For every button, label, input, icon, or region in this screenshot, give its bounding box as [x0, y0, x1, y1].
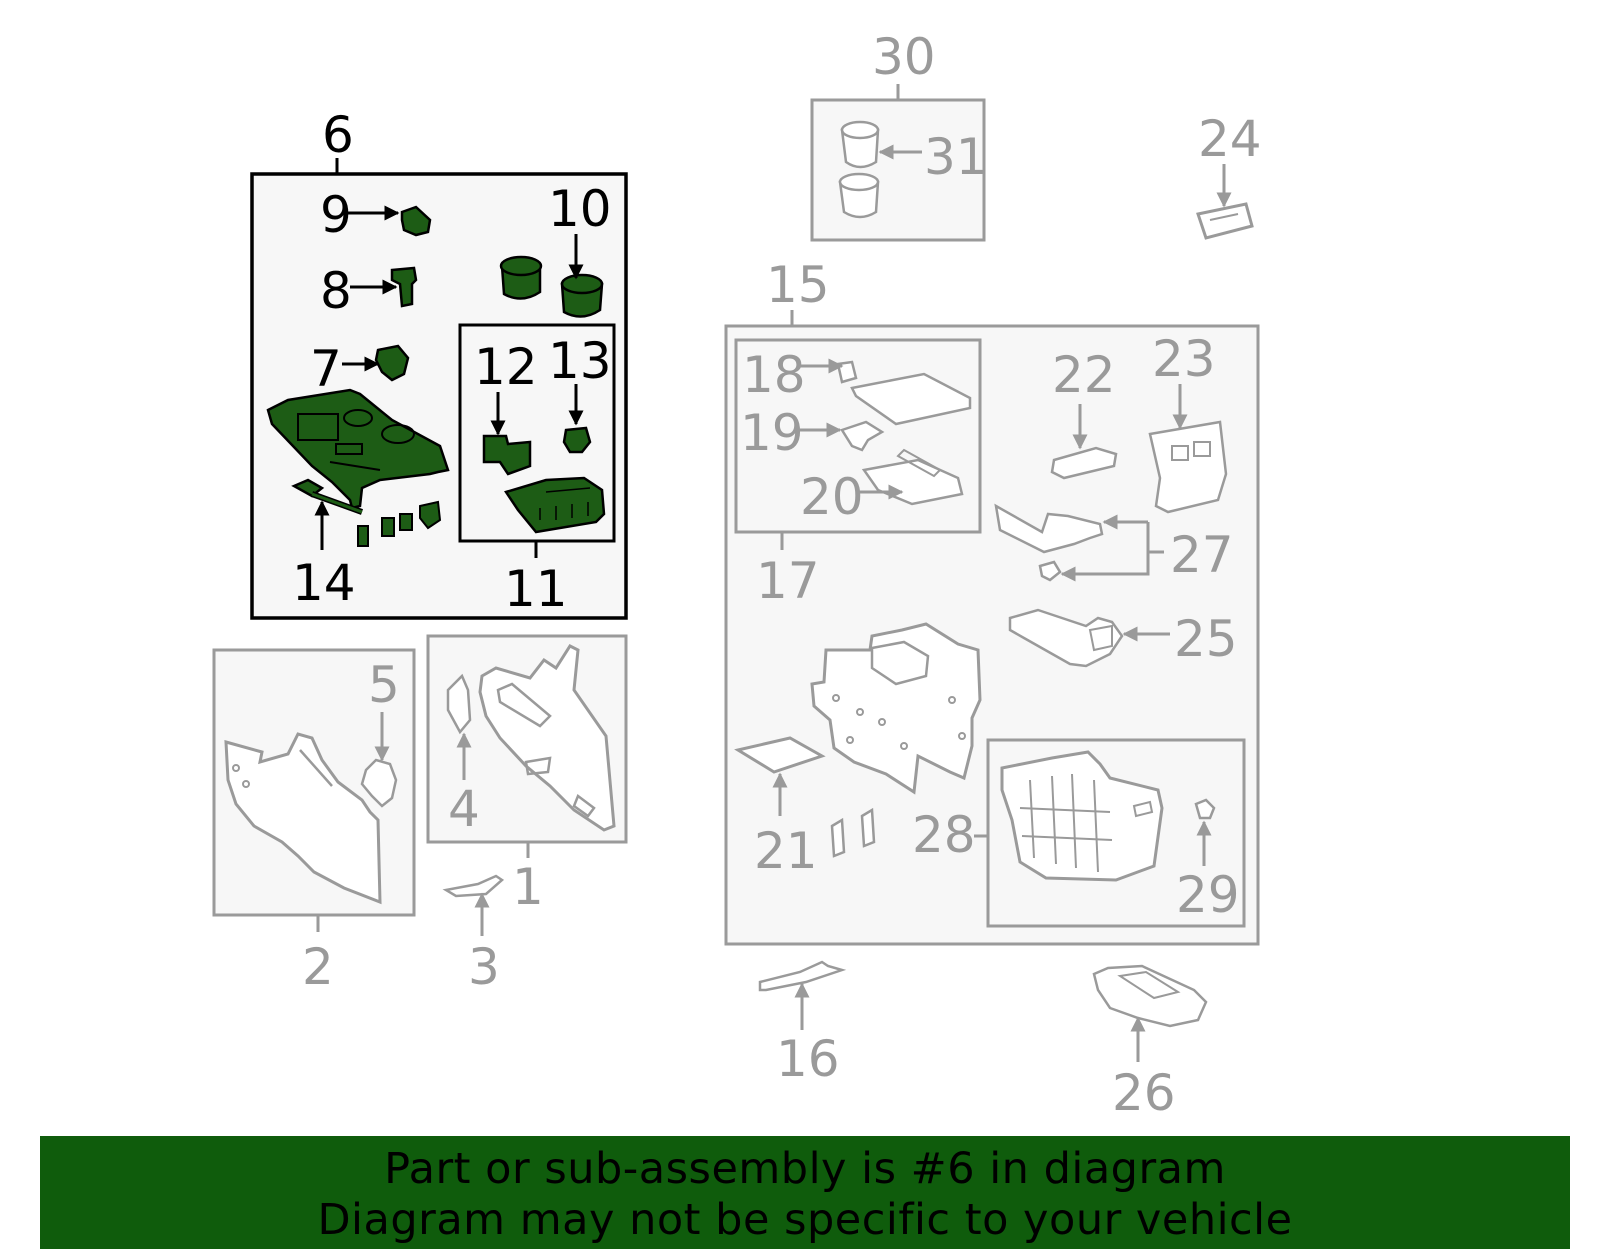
part-16[interactable]: 16 — [758, 960, 847, 1088]
assembly-2[interactable]: 5 2 — [212, 648, 416, 996]
callout-14: 14 — [292, 554, 356, 612]
callout-17: 17 — [756, 552, 820, 610]
part-26[interactable]: 26 — [1092, 964, 1208, 1122]
callout-4: 4 — [448, 780, 480, 838]
callout-7: 7 — [310, 340, 342, 398]
callout-1: 1 — [512, 858, 544, 916]
callout-23: 23 — [1152, 330, 1216, 388]
banner-line-2: Diagram may not be specific to your vehi… — [317, 1195, 1293, 1245]
callout-2: 2 — [302, 938, 334, 996]
callout-13: 13 — [548, 332, 612, 390]
callout-3: 3 — [468, 938, 500, 996]
callout-27: 27 — [1170, 526, 1234, 584]
callout-24: 24 — [1198, 110, 1262, 168]
callout-15: 15 — [766, 256, 830, 314]
callout-29: 29 — [1176, 866, 1240, 924]
banner-line-1: Part or sub-assembly is #6 in diagram — [384, 1144, 1226, 1194]
assembly-1[interactable]: 4 3 1 — [426, 634, 628, 996]
part-12-shape[interactable] — [482, 434, 532, 476]
console-panel-shape[interactable] — [266, 388, 450, 510]
assembly-30-box — [810, 98, 986, 242]
assembly-6[interactable]: 6 9 10 8 7 12 13 14 11 — [250, 106, 628, 620]
callout-6: 6 — [322, 106, 354, 164]
assembly-30[interactable]: 30 31 — [810, 28, 988, 242]
callout-31: 31 — [924, 128, 988, 186]
assembly-15[interactable]: 15 18 19 20 17 22 23 27 — [724, 256, 1260, 946]
callout-11: 11 — [504, 560, 568, 618]
callout-28: 28 — [912, 806, 976, 864]
callout-19: 19 — [740, 404, 804, 462]
callout-18: 18 — [742, 346, 806, 404]
part-13-shape[interactable] — [562, 426, 592, 454]
callout-9: 9 — [320, 186, 352, 244]
callout-22: 22 — [1052, 346, 1116, 404]
part-9-shape[interactable] — [400, 205, 432, 237]
callout-8: 8 — [320, 262, 352, 320]
part-28-shape[interactable] — [810, 622, 982, 795]
callout-20: 20 — [800, 468, 864, 526]
part-11-shape[interactable] — [504, 476, 606, 534]
callout-21: 21 — [754, 822, 818, 880]
part-10-shape[interactable] — [499, 255, 604, 318]
callout-30: 30 — [872, 28, 936, 86]
part-24[interactable]: 24 — [1196, 110, 1262, 240]
callout-5: 5 — [368, 656, 400, 714]
callout-10: 10 — [548, 180, 612, 238]
callout-25: 25 — [1174, 610, 1238, 668]
callout-12: 12 — [474, 338, 538, 396]
part-14-shape[interactable] — [291, 478, 442, 547]
info-banner: Part or sub-assembly is #6 in diagram Di… — [40, 1136, 1570, 1249]
callout-26: 26 — [1112, 1064, 1176, 1122]
callout-16: 16 — [776, 1030, 840, 1088]
